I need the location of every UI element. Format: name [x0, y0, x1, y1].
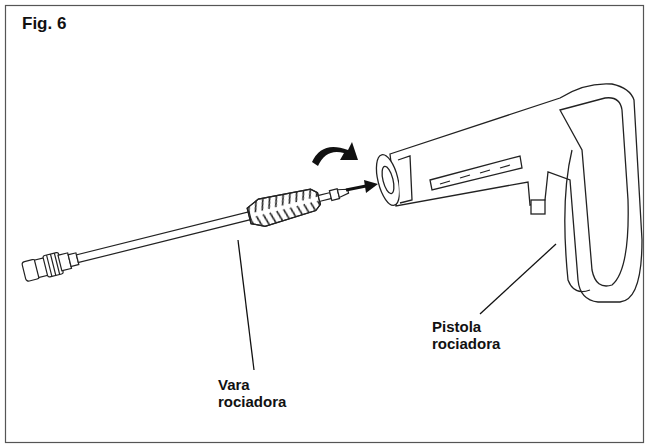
part-label: Vara rociadora — [218, 376, 300, 411]
leader-line — [238, 240, 254, 370]
twist-arrow — [312, 142, 358, 166]
spray-gun — [372, 84, 642, 302]
insert-arrow-head — [364, 180, 378, 193]
figure-title: Fig. 6 — [22, 14, 66, 34]
part-label: Pistola rociadora — [432, 318, 514, 353]
spray-wand — [21, 178, 352, 286]
insert-arrow — [346, 186, 366, 190]
frame — [6, 6, 644, 443]
leader-line — [480, 244, 556, 314]
